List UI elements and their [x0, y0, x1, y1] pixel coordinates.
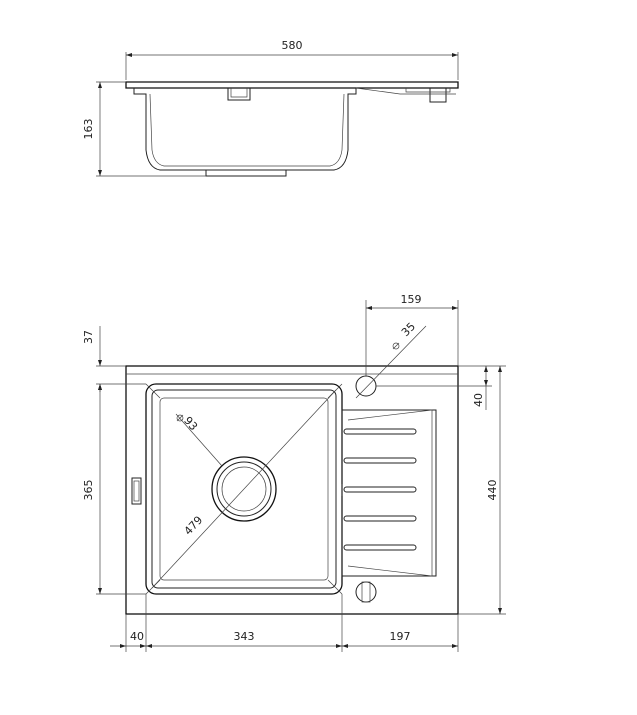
dim-left-margin-label: 40 — [130, 630, 144, 643]
drainer-grooves — [343, 428, 417, 551]
drain — [211, 456, 277, 522]
dim-bowl-height-label: 365 — [82, 480, 95, 501]
tap-hole-bottom — [355, 581, 377, 603]
tap-hole-top — [355, 375, 377, 397]
dim-drain-diameter-label: 93 — [181, 414, 200, 433]
dim-hole-offset-x-label: 159 — [401, 293, 422, 306]
dim-hole-diameter-label: 35 — [399, 320, 418, 339]
dim-top-width-label: 580 — [282, 39, 303, 52]
dim-side-height-label: 163 — [82, 119, 95, 140]
dim-bowl-width-label: 343 — [234, 630, 255, 643]
dim-drainer-width-label: 197 — [390, 630, 411, 643]
dim-hole-offset-y-label: 40 — [472, 393, 485, 407]
dim-top-margin-label: 37 — [82, 330, 95, 344]
side-view: 580 163 — [82, 39, 459, 177]
drainer-area — [341, 409, 437, 577]
dim-total-height-label: 440 — [486, 480, 499, 501]
sink-outline — [125, 365, 459, 615]
plan-view: 479 93 159 — [82, 293, 506, 652]
overflow-slot — [131, 477, 142, 505]
